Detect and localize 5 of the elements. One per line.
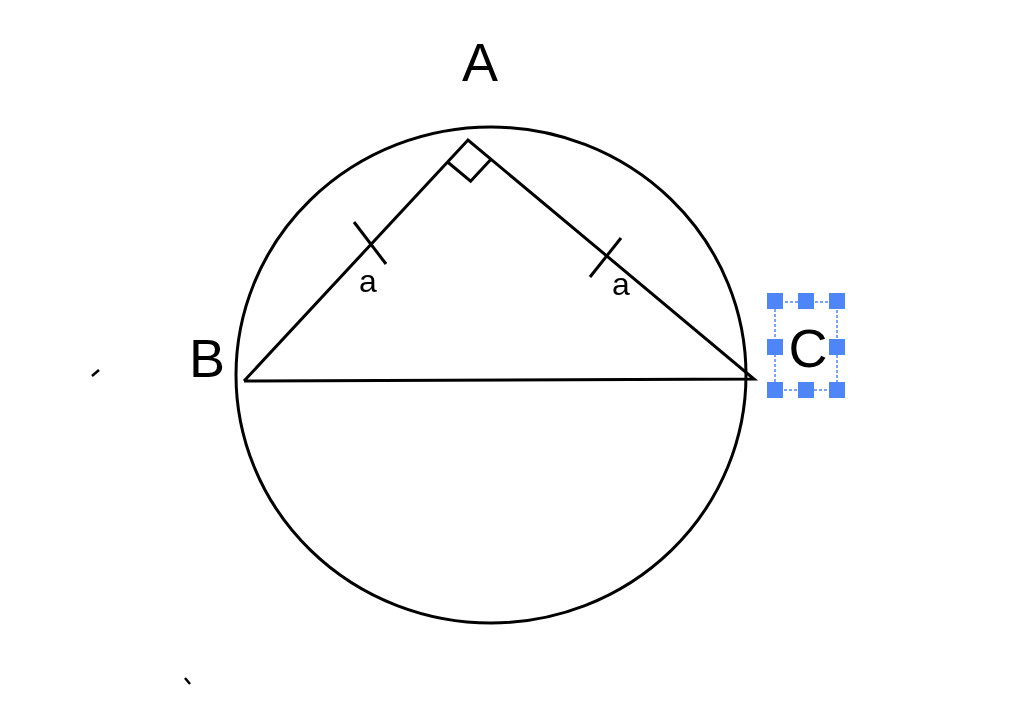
side-label: a — [612, 268, 630, 300]
vertex-label: C — [788, 321, 828, 375]
side-label: a — [359, 265, 377, 297]
vertex-label: B — [189, 331, 225, 385]
vertex-label: A — [462, 35, 498, 89]
